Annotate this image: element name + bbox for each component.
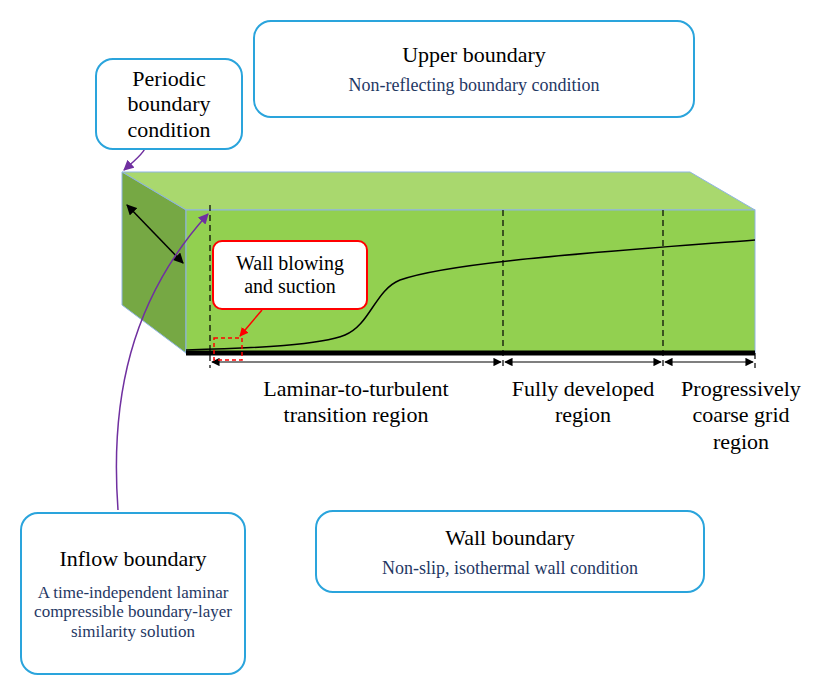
- region-divider: [754, 353, 755, 368]
- callout-box: Inflow boundary A time-independent lamina…: [20, 512, 246, 675]
- span-arrow: [127, 205, 183, 263]
- callout-body: Non-reflecting boundary condition: [349, 75, 600, 96]
- blowing-strip: [214, 338, 242, 360]
- front-face: [186, 210, 755, 353]
- region-divider: [502, 210, 503, 368]
- extent-arrow: [212, 361, 501, 362]
- region-divider: [209, 205, 210, 368]
- region-label: Laminar-to-turbulent transition region: [225, 376, 487, 429]
- leader-line: [240, 310, 262, 336]
- callout-box: Upper boundaryNon-reflecting boundary co…: [253, 20, 695, 118]
- extent-arrow: [665, 361, 753, 362]
- callout-box: Periodic boundary condition: [95, 58, 243, 150]
- extent-arrow: [505, 361, 661, 362]
- wall-line: [186, 351, 755, 356]
- inlet-face: [122, 172, 186, 353]
- callout-title: Periodic boundary condition: [107, 66, 231, 142]
- callout-body: Non-slip, isothermal wall condition: [382, 558, 638, 579]
- leader-line: [116, 214, 208, 510]
- top-face: [122, 172, 755, 210]
- boundary-layer-edge: [186, 240, 755, 350]
- callout-title: Inflow boundary: [59, 546, 206, 571]
- callout-title: Wall boundary: [445, 525, 575, 550]
- callout-box: Wall boundaryNon-slip, isothermal wall c…: [315, 510, 705, 593]
- region-label: Progressively coarse grid region: [662, 376, 820, 455]
- callout-title: Wall blowing and suction: [224, 252, 356, 298]
- region-divider: [662, 210, 663, 368]
- callout-title: Upper boundary: [402, 42, 546, 67]
- callout-box: Wall blowing and suction: [212, 240, 368, 310]
- callout-body: A time-independent laminar compressible …: [32, 583, 234, 642]
- region-label: Fully developed region: [510, 376, 656, 429]
